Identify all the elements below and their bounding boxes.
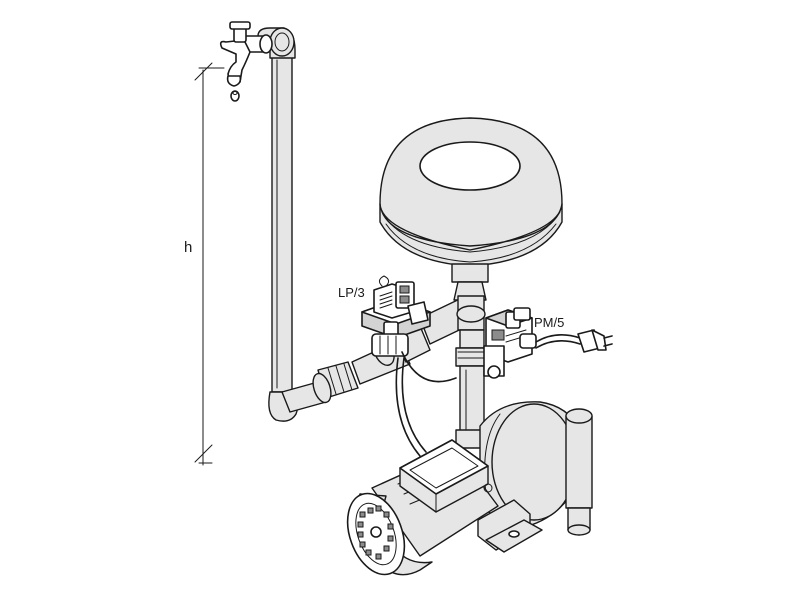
pressure-tank <box>379 117 563 301</box>
water-tap <box>219 21 273 102</box>
pump <box>479 401 593 536</box>
riser-pipe <box>257 27 299 422</box>
water-drop-icon <box>230 90 240 102</box>
motor-fan-grille-icon <box>357 505 394 560</box>
lp3-label: LP/3 <box>338 285 365 300</box>
height-dimension <box>194 62 225 466</box>
pressure-switch-lp3 <box>361 275 431 357</box>
electric-motor <box>346 439 499 576</box>
height-label: h <box>184 239 192 256</box>
pressure-monitor-pm5 <box>483 307 537 379</box>
power-cable <box>395 329 613 457</box>
pump-base <box>477 499 543 553</box>
pm5-label: PM/5 <box>534 315 564 330</box>
